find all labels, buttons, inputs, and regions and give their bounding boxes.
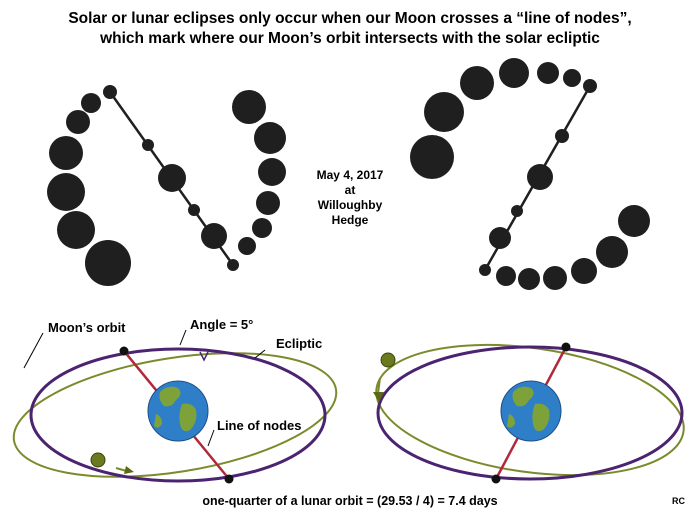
label-angle: Angle = 5° — [190, 317, 253, 332]
disc — [410, 135, 454, 179]
disc — [479, 264, 491, 276]
moon-orbit-ellipse — [375, 343, 685, 477]
node-point — [119, 346, 129, 356]
disc — [256, 191, 280, 215]
moon-orbit-ellipse — [12, 352, 338, 478]
disc — [596, 236, 628, 268]
title-line-1: Solar or lunar eclipses only occur when … — [68, 10, 632, 27]
disc — [618, 205, 650, 237]
disc — [527, 164, 553, 190]
disc — [85, 240, 131, 286]
disc — [258, 158, 286, 186]
caption-place-1: Willoughby — [317, 198, 383, 212]
disc — [158, 164, 186, 192]
left-disc-sequence — [47, 85, 286, 286]
earth-icon — [500, 380, 562, 442]
arrowhead — [373, 392, 384, 402]
disc — [511, 205, 523, 217]
disc — [555, 129, 569, 143]
label-moons-orbit: Moon’s orbit — [48, 320, 126, 335]
disc — [571, 258, 597, 284]
label-ecliptic: Ecliptic — [276, 336, 322, 351]
earth-icon — [147, 380, 209, 442]
caption-date: May 4, 2017 — [316, 168, 384, 182]
disc — [57, 211, 95, 249]
disc — [103, 85, 117, 99]
angle-marker — [199, 351, 209, 362]
label-line-of-nodes: Line of nodes — [217, 418, 302, 433]
right-orbit-diagram — [373, 342, 685, 484]
node-point — [224, 474, 234, 484]
right-disc-sequence — [410, 58, 650, 290]
disc — [232, 90, 266, 124]
disc — [424, 92, 464, 132]
leader-line — [207, 429, 215, 447]
disc — [49, 136, 83, 170]
disc — [583, 79, 597, 93]
node-point — [491, 474, 501, 484]
caption-place-2: Hedge — [331, 213, 369, 227]
disc — [489, 227, 511, 249]
author-initials: RC — [672, 496, 685, 506]
disc — [227, 259, 239, 271]
footer-formula: one-quarter of a lunar orbit = (29.53 / … — [202, 494, 498, 508]
leader-line — [23, 332, 44, 369]
leader-line — [254, 349, 266, 359]
caption-at: at — [344, 183, 356, 197]
disc — [47, 173, 85, 211]
disc — [142, 139, 154, 151]
disc — [252, 218, 272, 238]
disc — [563, 69, 581, 87]
disc — [537, 62, 559, 84]
arrowhead — [124, 466, 134, 474]
disc — [254, 122, 286, 154]
disc — [66, 110, 90, 134]
disc — [201, 223, 227, 249]
leader-line — [179, 329, 187, 346]
ecliptic-ellipse — [29, 347, 327, 483]
disc — [499, 58, 529, 88]
node-point — [561, 342, 571, 352]
left-orbit-diagram: Moon’s orbit Angle = 5° Ecliptic Line of… — [12, 317, 338, 484]
disc — [81, 93, 101, 113]
title-line-2: which mark where our Moon’s orbit inters… — [100, 30, 600, 47]
disc — [460, 66, 494, 100]
orbit-direction-arrow — [377, 377, 381, 395]
ecliptic-ellipse — [376, 345, 684, 481]
disc — [496, 266, 516, 286]
disc — [518, 268, 540, 290]
moon-icon — [380, 352, 396, 368]
disc — [188, 204, 200, 216]
disc — [543, 266, 567, 290]
disc — [238, 237, 256, 255]
moon-icon — [90, 452, 106, 468]
